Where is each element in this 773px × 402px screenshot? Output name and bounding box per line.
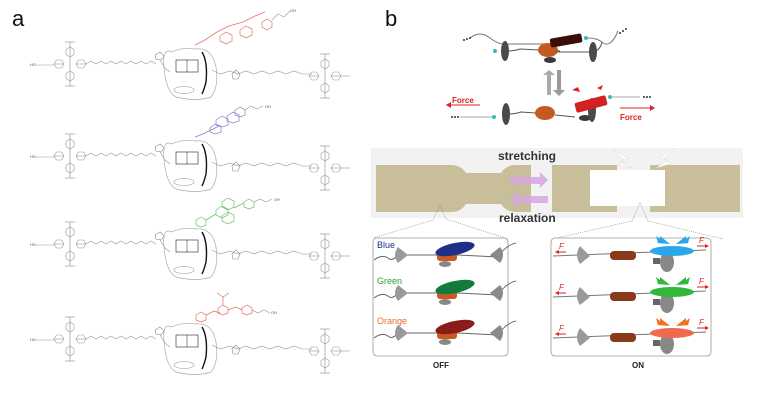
- fluorophore-emitting: [650, 246, 694, 256]
- axle: [373, 280, 517, 299]
- fluorophore-emitting: [650, 287, 694, 297]
- force-symbol-left: F: [559, 283, 565, 292]
- fluorophore-green: [435, 279, 475, 295]
- fluorophore-emitting: [650, 328, 694, 338]
- ring: [610, 292, 636, 301]
- film-relaxed: [376, 165, 531, 212]
- ring-pedestal: [439, 339, 451, 345]
- molecule-end-label: OH: [271, 310, 277, 315]
- stopper-left: [395, 247, 408, 263]
- force-symbol-left: F: [559, 242, 565, 251]
- stretching-label: stretching: [498, 149, 556, 163]
- stopper-left: [577, 246, 590, 264]
- stopper-right: [490, 325, 503, 341]
- ring-pedestal: [439, 261, 451, 267]
- force-arrow-left: [446, 102, 480, 108]
- stopper-right: [660, 293, 674, 313]
- panel-a-label: a: [12, 6, 25, 31]
- off-rotaxane-row: [373, 241, 517, 267]
- on-rotaxane-row: FF: [552, 318, 709, 354]
- emission-arrow-right: [676, 236, 690, 244]
- stopper-left: [395, 325, 408, 341]
- stopper-left: [577, 287, 590, 305]
- off-state-rotaxanes: [373, 241, 517, 345]
- equilibrium-arrows: [543, 70, 565, 96]
- stopper-right: [660, 334, 674, 354]
- ring-pedestal: [653, 340, 660, 346]
- emission-arrow-left: [656, 277, 670, 285]
- off-row-label-orange: Orange: [377, 316, 407, 326]
- panel-b-label: b: [385, 6, 398, 31]
- molecule-3-green: HO OH: [30, 197, 350, 281]
- stopper-left: [577, 328, 590, 346]
- stopper-right: [490, 285, 503, 301]
- molecule-start-label: HO: [30, 154, 36, 159]
- force-symbol-left: F: [559, 324, 565, 333]
- molecule-structures: HO OH HO: [30, 8, 350, 376]
- off-rotaxane-row: [373, 319, 517, 345]
- emission-arrow-right: [676, 318, 690, 326]
- molecule-end-label: OH: [290, 8, 296, 13]
- force-arrowhead-left: [555, 332, 559, 336]
- ring-pedestal: [653, 258, 660, 264]
- on-rotaxane-row: FF: [552, 277, 709, 313]
- force-symbol-right: F: [699, 277, 705, 286]
- off-row-label-blue: Blue: [377, 240, 395, 250]
- molecule-end-label: OH: [265, 104, 271, 109]
- molecule-4-orange: HO OH: [30, 292, 350, 376]
- on-rotaxane-row: FF: [552, 236, 709, 272]
- molecule-2-blue: HO OH: [30, 104, 350, 193]
- molecule-start-label: HO: [30, 62, 36, 67]
- fluorophore-blue: [435, 241, 475, 257]
- stopper-right: [660, 252, 674, 272]
- force-symbol-right: F: [699, 318, 705, 327]
- emission-arrow-left: [656, 318, 670, 326]
- force-symbol-right: F: [699, 236, 705, 245]
- fluorophore-orange: [435, 319, 475, 335]
- force-arrowhead-left: [555, 291, 559, 295]
- axle: [373, 242, 517, 261]
- rotaxane-schematic-relaxed: [463, 28, 627, 63]
- rotaxane-schematic-stretched: [446, 85, 655, 125]
- molecule-start-label: HO: [30, 242, 36, 247]
- axle: [373, 320, 517, 339]
- relaxation-label: relaxation: [499, 211, 556, 225]
- molecule-end-label: OH: [274, 197, 280, 202]
- ring-pedestal: [653, 299, 660, 305]
- emission-arrow-left: [656, 236, 670, 244]
- ring-pedestal: [439, 299, 451, 305]
- force-label-right: Force: [620, 113, 642, 122]
- emission-arrow-right: [676, 277, 690, 285]
- molecule-1-red: HO OH: [30, 8, 350, 101]
- force-arrowhead-left: [555, 250, 559, 254]
- force-arrowhead-right: [705, 244, 709, 248]
- off-row-label-green: Green: [377, 276, 402, 286]
- on-title: ON: [632, 361, 644, 370]
- force-arrowhead-right: [705, 326, 709, 330]
- off-title: OFF: [433, 361, 449, 370]
- stretching-film-diagram: [371, 147, 743, 240]
- off-rotaxane-row: [373, 279, 517, 305]
- ring: [610, 251, 636, 260]
- force-arrow-right: [620, 105, 655, 111]
- force-label-left: Force: [452, 96, 474, 105]
- stopper-right: [490, 247, 503, 263]
- molecule-start-label: HO: [30, 337, 36, 342]
- ring: [610, 333, 636, 342]
- force-arrowhead-right: [705, 285, 709, 289]
- stopper-left: [395, 285, 408, 301]
